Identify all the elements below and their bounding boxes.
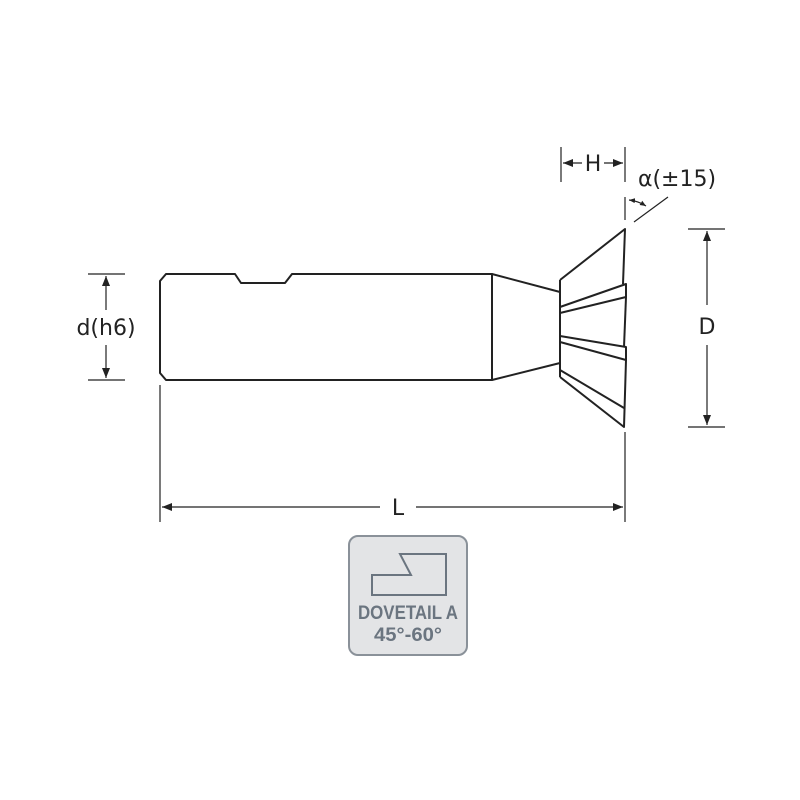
length-label: L (392, 496, 405, 521)
dovetail-badge: DOVETAIL A 45°-60° (348, 535, 468, 656)
badge-line1: DOVETAIL A (358, 603, 458, 624)
shank (159, 273, 493, 381)
height-label: H (585, 152, 602, 177)
neck (491, 273, 561, 381)
shank-diameter-label: d(h6) (76, 316, 135, 341)
dovetail-profile-icon (371, 553, 447, 596)
angle-label: α(±15) (638, 167, 716, 192)
badge-line2: 45°-60° (374, 625, 442, 646)
cutter-head (559, 228, 627, 428)
cutter-diameter-label: D (699, 315, 716, 340)
